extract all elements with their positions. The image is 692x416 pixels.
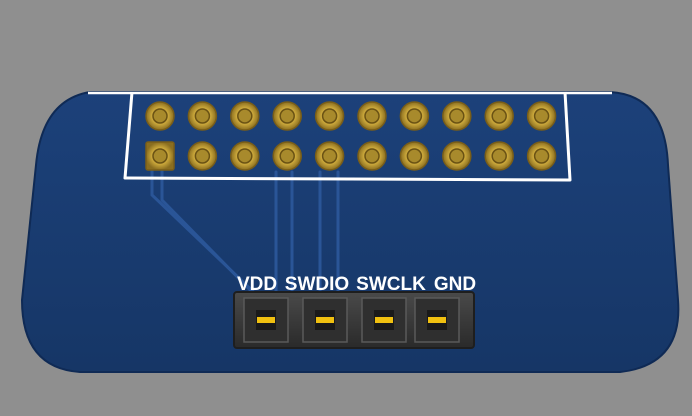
label-gnd: GND — [434, 274, 476, 295]
pad-drill-hole — [321, 108, 338, 124]
pad-drill-hole — [321, 148, 338, 164]
pad-drill-hole — [364, 148, 380, 164]
pad-drill-hole — [449, 108, 465, 124]
swd-socket — [243, 297, 289, 343]
pad-drill-hole — [194, 108, 211, 124]
swd-socket — [302, 297, 348, 343]
swd-connector-body — [233, 291, 475, 349]
trace-gnd-alt — [160, 168, 260, 300]
pad-drill-hole — [491, 108, 507, 124]
pad-drill-hole — [449, 148, 465, 164]
header-silkscreen-outline — [123, 91, 572, 182]
swd-contact — [316, 317, 334, 323]
label-swclk: SWCLK — [356, 274, 426, 295]
swd-contact — [257, 317, 275, 323]
pad-drill-hole — [533, 148, 550, 164]
label-vdd: VDD — [237, 274, 277, 295]
swd-contact — [375, 317, 393, 323]
swd-connector — [233, 291, 475, 349]
pad-drill-hole — [237, 108, 253, 124]
pad-drill-hole — [194, 148, 211, 164]
pad-drill-hole — [152, 108, 168, 124]
pad-drill-hole — [237, 148, 253, 164]
pad-drill-hole — [491, 148, 507, 164]
pcb-board — [20, 91, 680, 373]
pad-drill-hole — [279, 108, 295, 124]
swd-pin-sockets — [243, 297, 460, 343]
pad-drill-hole — [364, 108, 380, 124]
pad-drill-hole — [533, 108, 550, 124]
label-swdio: SWDIO — [285, 274, 349, 295]
pad-drill-hole — [406, 108, 423, 124]
pad-drill-hole — [152, 148, 168, 164]
pad-drill-hole — [279, 148, 295, 164]
header-20pin-pads — [145, 101, 557, 171]
swd-contact — [428, 317, 446, 323]
pad-drill-hole — [406, 148, 423, 164]
